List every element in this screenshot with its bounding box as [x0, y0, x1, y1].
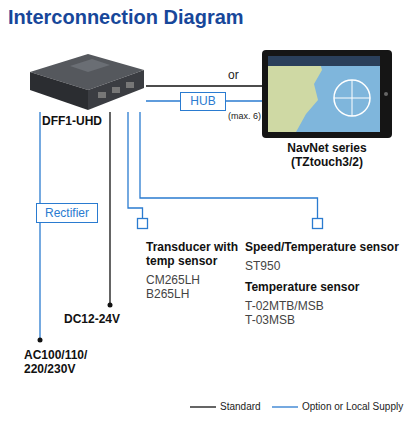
node-text: DFF1-UHD [42, 114, 142, 128]
unit-port [112, 87, 120, 93]
node-text: B265LH [146, 287, 249, 301]
node-text: NavNet series (TZtouch3/2) [262, 141, 392, 169]
sounder-unit [30, 54, 144, 110]
node-text-area: Rectifier [37, 206, 97, 220]
node-text: HUB [181, 94, 225, 108]
power-label: AC100/110/ 220/230V [24, 348, 96, 376]
rectifier-box: Rectifier [36, 203, 98, 223]
node-text: CM265LH [146, 273, 249, 287]
legend-line-sample [190, 406, 216, 407]
unit-front-left [30, 72, 88, 110]
edge-label: or [228, 68, 239, 82]
diagram-title: Interconnection Diagram [8, 5, 244, 29]
power-label: DC12-24V [64, 312, 120, 326]
unit-front-right [88, 70, 144, 110]
transducer-group: Transducer with temp sensorCM265LHB265LH [137, 218, 249, 300]
legend-text: Option or Local Supply [302, 401, 403, 413]
legend-line-sample [272, 406, 298, 407]
node-text-area: NavNet series (TZtouch3/2) [262, 141, 392, 169]
ac-wire [39, 223, 40, 340]
connector-line [140, 112, 318, 218]
display-toolbar [268, 56, 380, 66]
map-compass-line [334, 98, 370, 99]
node-text-area: DFF1-UHD [42, 114, 142, 128]
connector-line [39, 112, 40, 203]
sensor-group: Speed/Temperature sensorST950Temperature… [245, 218, 411, 330]
wire-end-dot [38, 338, 43, 343]
node-text: T-03MSB [245, 313, 411, 327]
map-land [268, 56, 322, 132]
display-screen [268, 56, 380, 132]
node-text-area: Speed/Temperature sensorST950Temperature… [245, 240, 411, 327]
display-unit [262, 50, 392, 138]
node-text: Transducer with temp sensor [146, 240, 249, 268]
display-button [384, 92, 388, 96]
node-text-area: Transducer with temp sensorCM265LHB265LH [146, 240, 249, 301]
hub-note: (max. 6) [228, 111, 261, 122]
connector-line [146, 100, 180, 101]
map-compass [334, 80, 370, 116]
node-text: Rectifier [37, 206, 97, 220]
node-text: Speed/Temperature sensor [245, 240, 411, 254]
power-wires [38, 112, 113, 343]
unit-port [98, 92, 106, 98]
node-text: T-02MTB/MSB [245, 299, 411, 313]
dc-wire [109, 112, 110, 305]
unit-logo-plate [70, 59, 110, 72]
node-text: Temperature sensor [245, 280, 411, 294]
hub-box: HUB [180, 92, 226, 111]
connector-line [146, 85, 262, 86]
sensor-plug [138, 219, 148, 229]
sounder-unit: DFF1-UHD [26, 50, 146, 112]
node-text: ST950 [245, 259, 411, 273]
unit-port [126, 82, 134, 88]
node-text-area: HUB [181, 94, 225, 108]
legend-text: Standard [220, 401, 261, 413]
connector-line [226, 100, 262, 101]
display-bezel [262, 50, 392, 138]
sensor-plug [313, 219, 323, 229]
display-unit: NavNet series (TZtouch3/2) [262, 50, 392, 138]
wire-end-dot [108, 303, 113, 308]
